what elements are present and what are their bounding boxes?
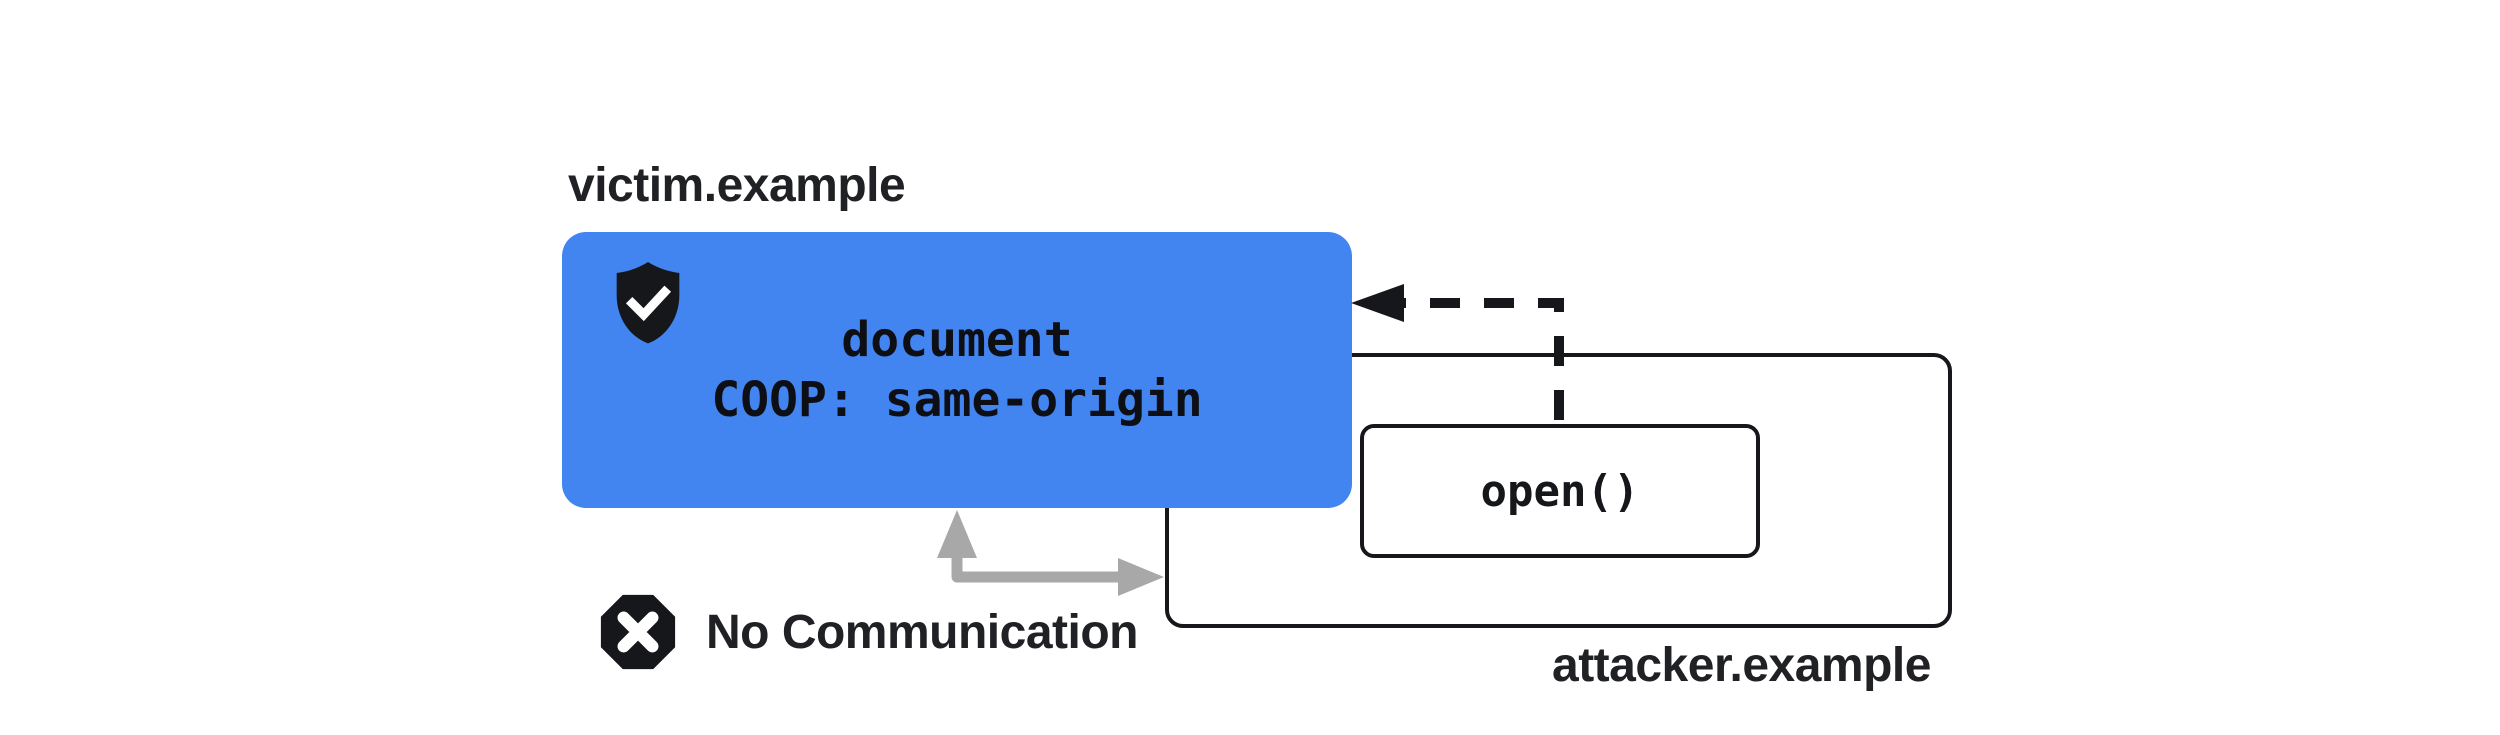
document-label: document <box>841 312 1073 368</box>
coop-policy-label: COOP: same-origin <box>711 372 1203 428</box>
no-communication-row: No Communication <box>596 588 1139 676</box>
opener-arrowhead <box>1351 284 1404 322</box>
victim-document-box: document COOP: same-origin <box>562 232 1352 508</box>
blocked-communication-arrow <box>937 510 1164 596</box>
shield-check-icon <box>616 262 680 344</box>
no-communication-label: No Communication <box>706 605 1139 659</box>
blocked-arrowhead-up <box>937 510 977 558</box>
victim-domain-label: victim.example <box>568 159 906 212</box>
x-octagon-icon <box>600 594 676 670</box>
attacker-domain-label: attacker.example <box>1552 639 1931 692</box>
open-call-box: open() <box>1360 424 1760 558</box>
open-call-label: open() <box>1480 465 1640 517</box>
victim-box-text: document COOP: same-origin <box>562 310 1352 430</box>
